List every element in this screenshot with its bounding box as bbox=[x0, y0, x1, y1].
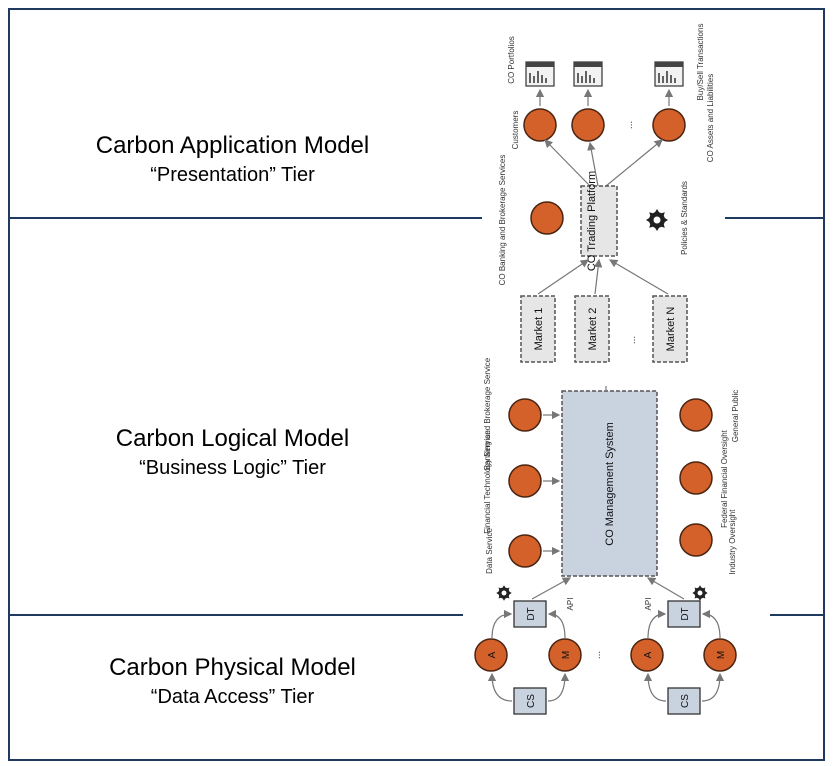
buy-sell-label: Buy/Sell Transactions bbox=[696, 24, 705, 101]
arrow bbox=[547, 672, 570, 702]
diagram-frame bbox=[8, 8, 825, 761]
arrow bbox=[605, 139, 663, 187]
tier-divider-1-right bbox=[725, 217, 825, 219]
cs-label: CS bbox=[526, 694, 537, 708]
arrow bbox=[537, 259, 589, 295]
management-system-box bbox=[561, 390, 658, 577]
tier-subtitle: “Presentation” Tier bbox=[150, 164, 315, 186]
tier-presentation: Carbon Application Model “Presentation” … bbox=[10, 131, 455, 189]
banking-services-node bbox=[530, 201, 564, 235]
a-label: A bbox=[643, 651, 654, 658]
gear-icon bbox=[692, 585, 708, 601]
dt-label: DT bbox=[680, 607, 691, 620]
a-label: A bbox=[487, 651, 498, 658]
cs-box bbox=[513, 687, 547, 715]
arrow bbox=[547, 609, 566, 639]
market-box bbox=[652, 295, 688, 363]
arrow bbox=[701, 672, 725, 702]
stakeholder-node bbox=[679, 523, 713, 557]
banking-brokerage-label: CO Banking and Brokerage Services bbox=[498, 155, 507, 286]
stakeholder-label: General Public bbox=[731, 390, 740, 442]
policies-label: Policies & Standards bbox=[680, 181, 689, 255]
tier-subtitle: “Data Access” Tier bbox=[150, 686, 315, 708]
co-assets-label: CO Assets and Liabilities bbox=[706, 74, 715, 163]
market-box bbox=[574, 295, 610, 363]
arrow bbox=[531, 577, 572, 600]
service-node bbox=[508, 464, 542, 498]
transaction-report-icon bbox=[654, 61, 684, 87]
market-label: Market 2 bbox=[587, 308, 599, 351]
m-node bbox=[703, 638, 737, 672]
service-label: Financial Technology Service bbox=[483, 430, 492, 534]
arrow bbox=[643, 672, 667, 702]
customer-node bbox=[652, 108, 686, 142]
ellipsis: ... bbox=[627, 336, 638, 344]
cs-box bbox=[667, 687, 701, 715]
customer-node bbox=[523, 108, 557, 142]
service-node bbox=[508, 398, 542, 432]
tier-title: Carbon Application Model bbox=[95, 132, 370, 159]
arrow bbox=[593, 258, 603, 295]
a-node bbox=[474, 638, 508, 672]
customers-label: Customers bbox=[511, 111, 520, 150]
gear-icon bbox=[496, 585, 512, 601]
arrow bbox=[587, 141, 599, 187]
tier-subtitle: “Business Logic” Tier bbox=[139, 457, 326, 479]
arrow bbox=[647, 609, 667, 639]
tier-divider-2-right bbox=[770, 614, 825, 616]
service-node bbox=[508, 534, 542, 568]
tier-title: Carbon Logical Model bbox=[115, 425, 350, 452]
gear-icon bbox=[646, 209, 668, 231]
tier-title: Carbon Physical Model bbox=[109, 654, 356, 681]
stakeholder-label: Industry Oversight bbox=[728, 509, 737, 575]
api-label: API bbox=[644, 598, 653, 611]
tier-data-access: Carbon Physical Model “Data Access” Tier bbox=[10, 653, 455, 711]
service-label: Data Service bbox=[485, 528, 494, 574]
portfolio-report-icon bbox=[525, 61, 555, 87]
tier-business-logic: Carbon Logical Model “Business Logic” Ti… bbox=[10, 424, 455, 482]
arrow bbox=[491, 609, 513, 639]
arrow bbox=[544, 139, 591, 187]
cs-label: CS bbox=[680, 694, 691, 708]
stakeholder-node bbox=[679, 398, 713, 432]
tier-divider-2 bbox=[8, 614, 463, 616]
ellipsis: ... bbox=[592, 651, 603, 659]
tier-divider-1 bbox=[8, 217, 482, 219]
dt-box bbox=[667, 600, 701, 628]
co-portfolios-label: CO Portfolios bbox=[507, 36, 516, 84]
dt-label: DT bbox=[526, 607, 537, 620]
stakeholder-node bbox=[679, 461, 713, 495]
arrow bbox=[487, 672, 513, 702]
stakeholder-label: Federal Financial Oversight bbox=[720, 429, 729, 528]
market-label: Market 1 bbox=[533, 308, 545, 351]
trading-platform-label: CO Trading Platform bbox=[586, 171, 598, 271]
m-node bbox=[548, 638, 582, 672]
market-label: Market N bbox=[665, 307, 677, 352]
management-system-label: CO Management System bbox=[604, 422, 616, 546]
m-label: M bbox=[716, 651, 727, 659]
arrow bbox=[701, 609, 721, 639]
customer-node bbox=[571, 108, 605, 142]
ellipsis: ... bbox=[624, 121, 635, 129]
service-label: Banking and Brokerage Service bbox=[483, 357, 492, 470]
trading-platform-box bbox=[580, 185, 618, 257]
portfolio-report-icon bbox=[573, 61, 603, 87]
arrow bbox=[608, 259, 669, 295]
arrow bbox=[646, 577, 685, 600]
market-box bbox=[520, 295, 556, 363]
api-label: API bbox=[566, 598, 575, 611]
a-node bbox=[630, 638, 664, 672]
m-label: M bbox=[561, 651, 572, 659]
dt-box bbox=[513, 600, 547, 628]
